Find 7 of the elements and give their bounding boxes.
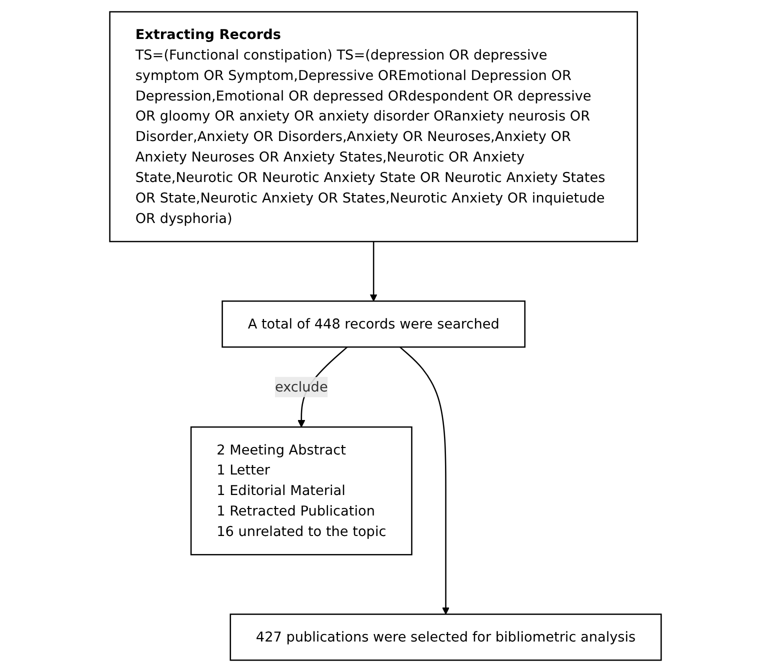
node-box <box>230 614 662 661</box>
arrow <box>400 346 450 615</box>
arrow <box>370 242 378 302</box>
node-box <box>109 11 638 242</box>
node-box <box>190 426 412 556</box>
flowchart: Extracting Records TS=(Functional constipation) TS=(depression OR depressive symptom OR Symptom,Depressive OREmotional Depression OR Depression,Emotional OR depressed ORdespondent OR depressive OR gloomy OR anxiety OR anxiety disorder ORanxiety neurosis OR Disorder,Anxiety OR Disorders,Anxiety OR Neuroses,Anxiety OR Anxiety Neuroses OR Anxiety States,Neurotic OR Anxiety State,Neurotic OR Neurotic Anxiety State OR Neurotic Anxiety States OR State,Neurotic Anxiety OR States,Neurotic Anxiety OR inquietude OR dysphoria) A total of 448 records were searched exclude 2 Meeting Abstract 1 Letter 1 Editorial Material 1 Retracted Publication 16 unrelated to the topic 427 publications were selected for bibliometric analysis <box>103 5 668 667</box>
node-box <box>222 300 526 348</box>
